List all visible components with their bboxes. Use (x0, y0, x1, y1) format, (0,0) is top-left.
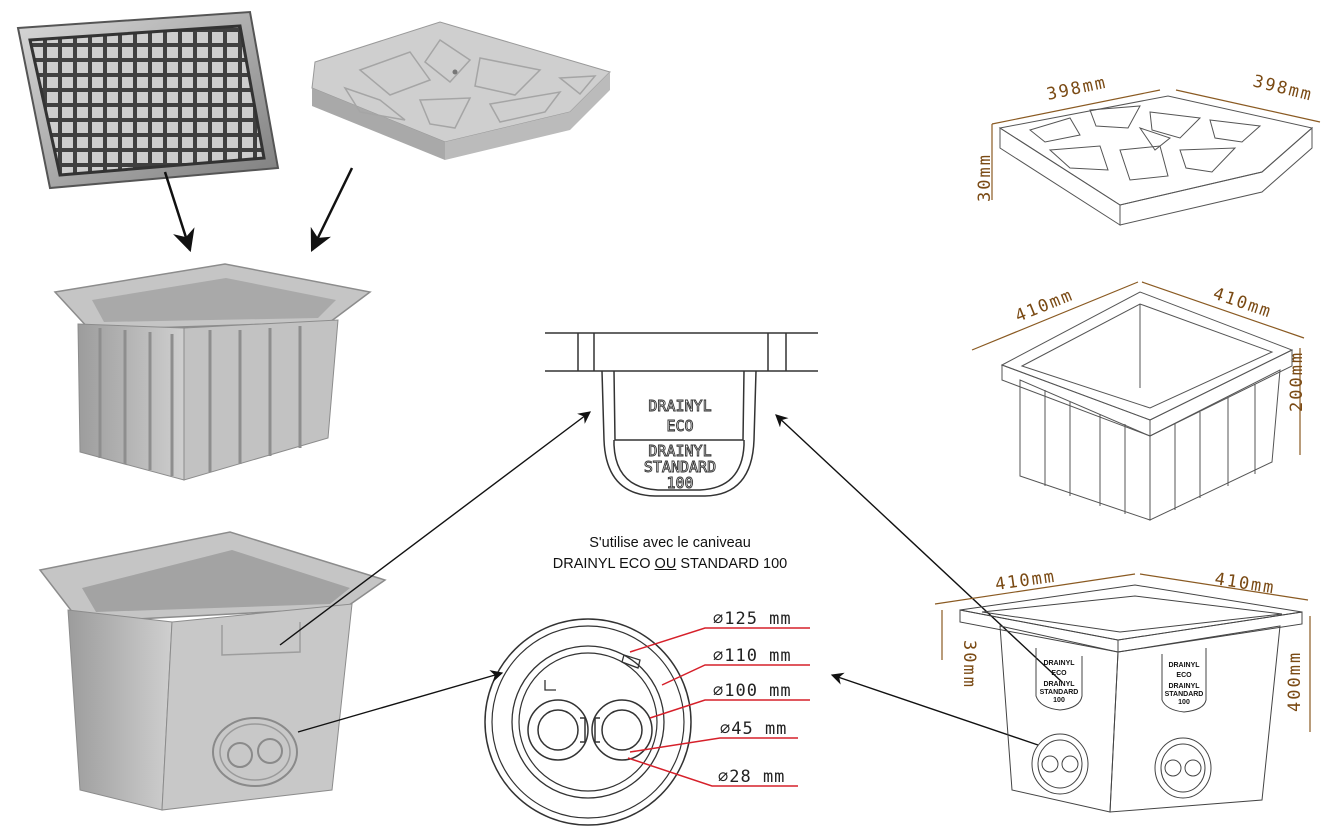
profile-std-line3: 100 (666, 474, 693, 492)
box-line-drawing (959, 584, 1303, 813)
riser-height-dim: 200mm (1287, 351, 1307, 412)
box-right-label-3: DRAINYL (1168, 683, 1200, 690)
arrow-cover-down (310, 167, 354, 253)
box-right-label-4: STANDARD (1165, 691, 1204, 698)
box-left-label-5: 100 (1053, 697, 1065, 704)
arrow-grating-down (163, 171, 195, 253)
cover-line-drawing (998, 95, 1314, 226)
arrow-right-to-knockout (830, 672, 1039, 746)
channel-profile-drawing (545, 332, 818, 497)
profile-labels: DRAINYL ECO DRAINYL STANDARD 100 (643, 397, 716, 493)
diameter-100-label: ∅100 mm (713, 681, 792, 701)
riser-dimension-lines (971, 281, 1305, 455)
arrow-right-to-profile (775, 414, 1063, 683)
box-left-label-2: ECO (1051, 670, 1067, 677)
profile-eco-line2: ECO (666, 417, 693, 435)
caption-line-2-post: STANDARD 100 (676, 556, 788, 572)
profile-std-line1: DRAINYL (648, 442, 711, 460)
box-dimension-lines (934, 573, 1311, 732)
diameter-labels: ∅125 mm ∅110 mm ∅100 mm ∅45 mm ∅28 mm (713, 609, 792, 787)
usage-caption: S'utilise avec le caniveau DRAINYL ECO O… (490, 533, 850, 575)
caption-line-2-pre: DRAINYL ECO (552, 556, 655, 572)
cover-height-dim: 30mm (975, 153, 995, 202)
box-height-dim: 400mm (1285, 651, 1305, 712)
diameter-45-label: ∅45 mm (720, 719, 787, 739)
profile-eco-line1: DRAINYL (648, 397, 711, 415)
box-left-label-1: DRAINYL (1043, 660, 1075, 667)
plastic-cover-photo (311, 21, 611, 160)
diameter-28-label: ∅28 mm (718, 767, 785, 787)
cover-width-dim: 398mm (1045, 73, 1109, 105)
box-depth-dim: 410mm (1213, 569, 1277, 598)
cover-depth-dim: 398mm (1251, 71, 1315, 105)
riser-photo (53, 263, 372, 481)
box-width-dim: 410mm (994, 567, 1057, 595)
steel-grating-photo (16, 10, 280, 190)
diameter-110-label: ∅110 mm (713, 646, 792, 666)
profile-std-line2: STANDARD (644, 458, 716, 476)
box-right-label-2: ECO (1176, 672, 1192, 679)
arrow-box-to-profile (279, 411, 592, 646)
box-photo (38, 531, 387, 811)
riser-line-drawing (1000, 291, 1294, 521)
box-right-label-1: DRAINYL (1168, 662, 1200, 669)
arrow-box-to-knockout (297, 670, 504, 733)
caption-line-1: S'utilise avec le caniveau (589, 535, 751, 551)
box-rim-dim: 30mm (959, 640, 979, 689)
caption-line-2: DRAINYL ECO OU STANDARD 100 (490, 554, 850, 575)
knockout-drawing (484, 618, 692, 826)
box-left-label-3: DRAINYL (1043, 681, 1075, 688)
diameter-callouts (627, 627, 810, 787)
caption-or-emphasis: OU (654, 556, 677, 572)
box-right-label-5: 100 (1178, 699, 1190, 706)
box-left-label-4: STANDARD (1040, 689, 1079, 696)
box-labels: DRAINYL ECO DRAINYL STANDARD 100 DRAINYL… (1040, 660, 1204, 706)
cover-dimension-lines (991, 89, 1321, 200)
diameter-125-label: ∅125 mm (713, 609, 792, 629)
